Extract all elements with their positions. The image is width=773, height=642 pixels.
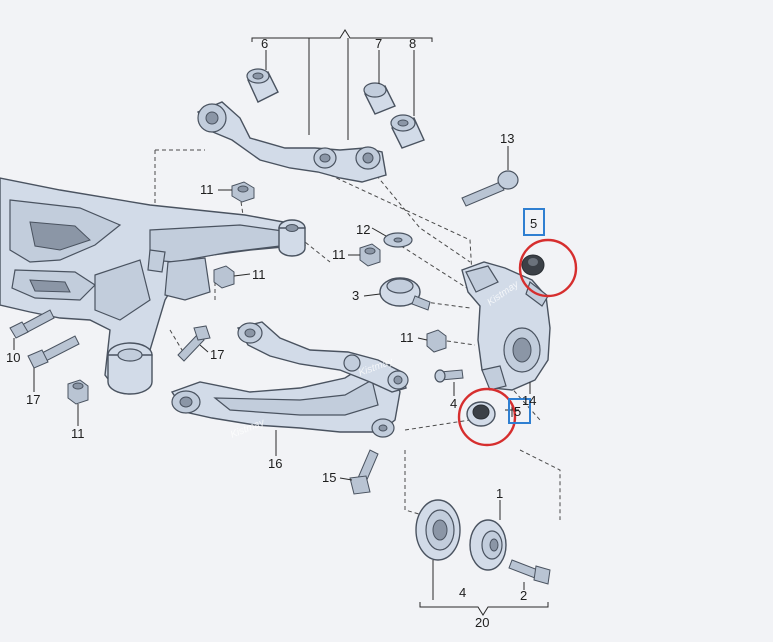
callout-11: 11 [400,330,414,345]
bushing-8 [390,114,425,149]
nut-11-mid [359,243,381,267]
callout-1: 1 [496,486,503,501]
rear-subframe [0,177,306,395]
bolt-17-left [27,335,80,369]
callout-10: 10 [6,350,20,365]
bolt-15 [349,449,379,495]
bushing-6 [246,68,279,103]
callout-17: 17 [26,392,40,407]
nut-11-knuckle [426,329,447,353]
callout-16: 16 [268,456,282,471]
wheel-hub [469,519,507,571]
highlight-annotations [457,208,578,447]
nut-11-subframe [213,265,235,289]
highlight-box-bottom [508,398,531,424]
middle-link-arm [236,321,409,393]
highlight-circle-bottom [457,387,517,447]
wheel-bearing-housing [415,499,461,561]
callout-8: 8 [409,36,416,51]
callout-14: 14 [522,393,536,408]
bushing-5-bottom [466,401,496,427]
callout-20: 20 [475,615,489,630]
callout-2: 2 [520,588,527,603]
callout-11: 11 [71,426,85,441]
washer-12 [383,232,413,248]
highlight-circle-top [518,238,578,298]
leader-lines [13,29,549,616]
callout-3: 3 [352,288,359,303]
highlight-box-top [523,208,545,236]
callout-4: 4 [450,396,457,411]
callout-labels: 6 7 8 13 11 5 12 11 11 3 11 17 10 17 11 … [6,36,537,630]
upper-control-arm [197,101,387,183]
callout-13: 13 [500,131,514,146]
bushing-5-top [521,254,545,276]
callout-11: 11 [252,267,266,282]
callout-4: 4 [459,585,466,600]
callout-11: 11 [332,247,346,262]
callout-12: 12 [356,222,370,237]
callout-15: 15 [322,470,336,485]
bolt-2 [508,559,551,585]
nut-11-bottom [67,379,89,405]
callout-5: 5 [530,216,537,231]
ball-joint-3 [379,277,431,311]
bushing-7 [363,82,396,115]
callout-6: 6 [261,36,268,51]
lower-control-arm [170,361,401,438]
callout-17: 17 [210,347,224,362]
callout-5: 5 [514,404,521,419]
bolt-4-knuckle [434,369,464,383]
callout-11: 11 [200,182,214,197]
bolt-13 [461,170,519,207]
callout-7: 7 [375,36,382,51]
wheel-carrier-knuckle [461,261,551,391]
nut-11-top [231,181,255,203]
bolt-17-right [177,325,211,362]
bolt-10 [9,309,55,339]
